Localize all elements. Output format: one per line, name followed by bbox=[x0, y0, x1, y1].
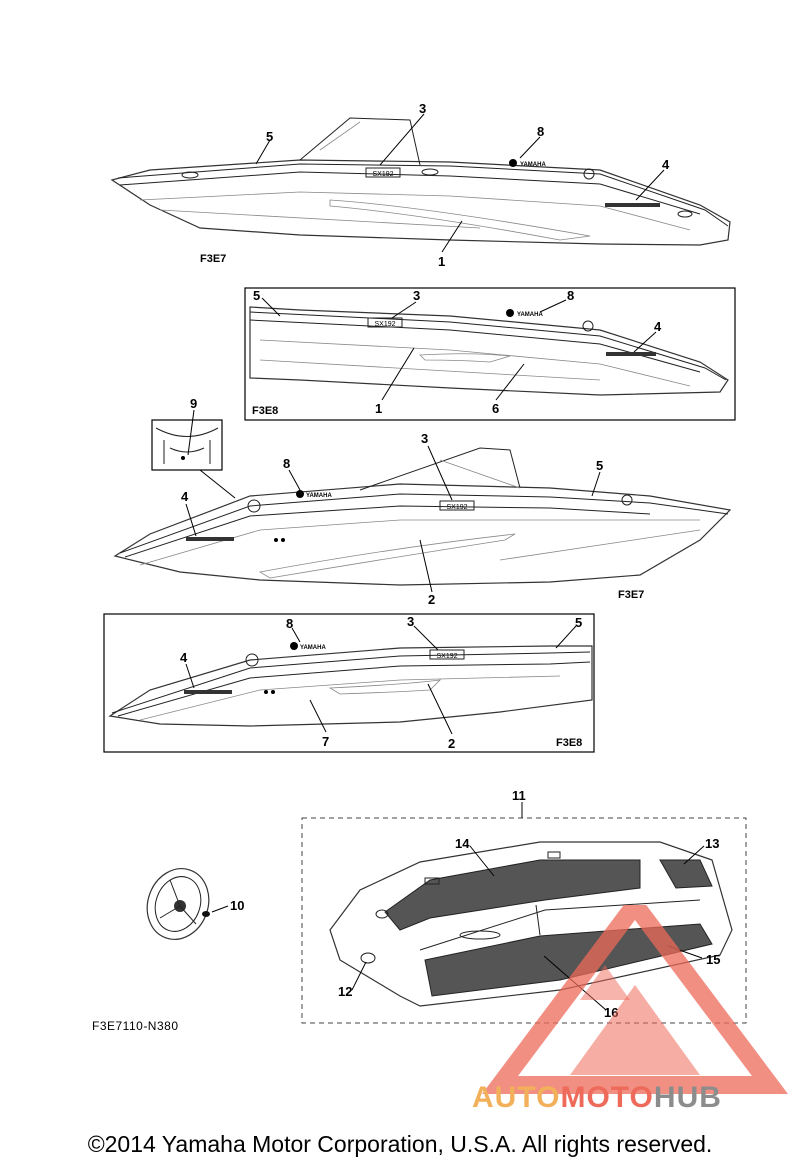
model-code-label: F3E7 bbox=[618, 589, 644, 601]
watermark-text: AUTOMOTOHUB bbox=[472, 1081, 722, 1115]
callout-8: 8 bbox=[283, 456, 290, 471]
callout-13: 13 bbox=[705, 836, 719, 851]
copyright-notice: ©2014 Yamaha Motor Corporation, U.S.A. A… bbox=[87, 1131, 713, 1157]
callout-5: 5 bbox=[253, 288, 260, 303]
callout-5: 5 bbox=[575, 615, 582, 630]
callout-12: 12 bbox=[338, 984, 352, 999]
watermark-auto: AUTO bbox=[472, 1081, 561, 1114]
callout-2: 2 bbox=[448, 736, 455, 751]
callout-3: 3 bbox=[419, 101, 426, 116]
model-decal: SX192 bbox=[372, 171, 393, 178]
callout-15: 15 bbox=[706, 952, 720, 967]
boat-view-4: SX192 YAMAHA 8 3 5 4 7 2 F3E8 bbox=[103, 613, 595, 753]
model-code-label: F3E8 bbox=[556, 737, 582, 749]
model-code-label: F3E8 bbox=[252, 405, 278, 417]
transom-inset: 9 bbox=[151, 396, 236, 499]
brand-decal: YAMAHA bbox=[517, 312, 543, 318]
callout-4: 4 bbox=[181, 489, 189, 504]
callout-3: 3 bbox=[421, 431, 428, 446]
callout-8: 8 bbox=[286, 616, 293, 631]
callout-8: 8 bbox=[537, 124, 544, 139]
model-decal: SX192 bbox=[446, 504, 467, 511]
callout-1: 1 bbox=[375, 401, 382, 416]
watermark-logo bbox=[482, 905, 788, 1094]
callout-4: 4 bbox=[662, 157, 670, 172]
callout-14: 14 bbox=[455, 836, 470, 851]
brand-decal: YAMAHA bbox=[306, 493, 332, 499]
brand-decal: YAMAHA bbox=[520, 162, 546, 168]
model-code-label: F3E7 bbox=[200, 253, 226, 265]
boat-view-2: SX192 YAMAHA 5 3 8 4 1 6 F3E8 bbox=[244, 287, 736, 421]
callout-6: 6 bbox=[492, 401, 499, 416]
model-decal: SX192 bbox=[374, 321, 395, 328]
deck-mat-assembly: 11 14 13 15 12 16 bbox=[301, 788, 747, 1024]
model-decal: SX192 bbox=[436, 653, 457, 660]
callout-3: 3 bbox=[407, 614, 414, 629]
callout-11: 11 bbox=[512, 788, 526, 803]
brand-decal: YAMAHA bbox=[300, 645, 326, 651]
boat-view-1: SX192 YAMAHA 5 3 8 4 1 F3E7 bbox=[110, 101, 731, 269]
callout-8: 8 bbox=[567, 288, 574, 303]
callout-5: 5 bbox=[596, 458, 603, 473]
reference-code: F3E7110-N380 bbox=[92, 1019, 179, 1033]
watermark-hub: HUB bbox=[653, 1081, 722, 1114]
callout-4: 4 bbox=[180, 650, 188, 665]
callout-9: 9 bbox=[190, 396, 197, 411]
boat-view-3: SX192 YAMAHA 8 3 5 4 2 F3E7 bbox=[113, 431, 732, 607]
callout-2: 2 bbox=[428, 592, 435, 607]
callout-4: 4 bbox=[654, 319, 662, 334]
callout-3: 3 bbox=[413, 288, 420, 303]
callout-10: 10 bbox=[230, 898, 244, 913]
callout-1: 1 bbox=[438, 254, 445, 269]
callout-5: 5 bbox=[266, 129, 273, 144]
watermark-moto: MOTO bbox=[560, 1081, 654, 1114]
callout-7: 7 bbox=[322, 734, 329, 749]
steering-wheel-part: 10 bbox=[146, 868, 244, 940]
